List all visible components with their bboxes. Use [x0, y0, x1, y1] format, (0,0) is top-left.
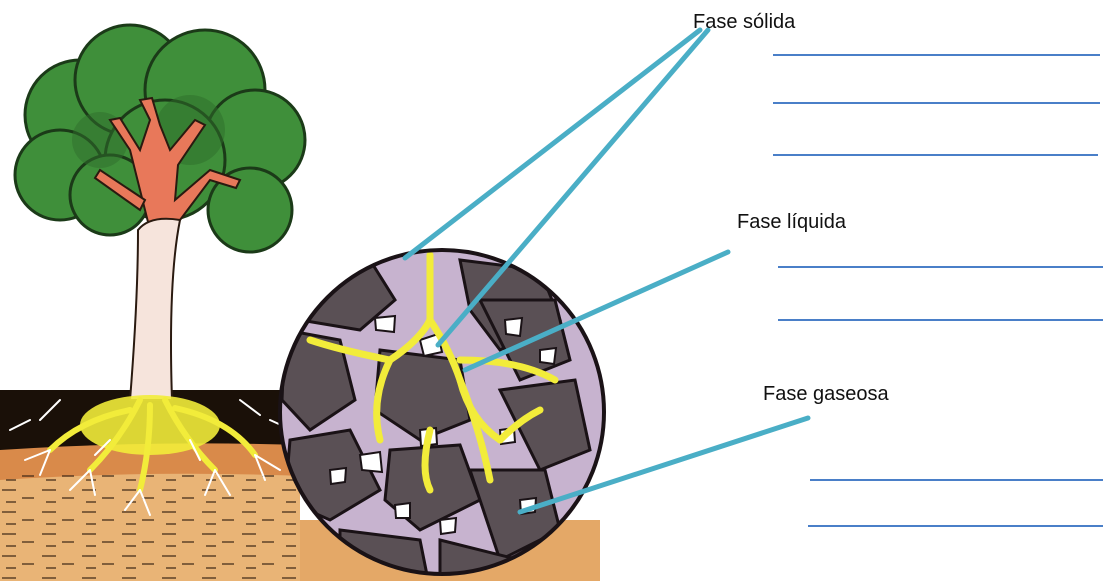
tree-trunk — [130, 219, 180, 400]
pointer-line-solid-2 — [438, 30, 708, 345]
label-fase-solida: Fase sólida — [693, 12, 795, 32]
label-fase-gaseosa: Fase gaseosa — [763, 384, 889, 404]
pointer-line-solid-1 — [405, 30, 700, 258]
label-fase-liquida: Fase líquida — [737, 212, 846, 232]
answer-lines — [773, 55, 1103, 526]
